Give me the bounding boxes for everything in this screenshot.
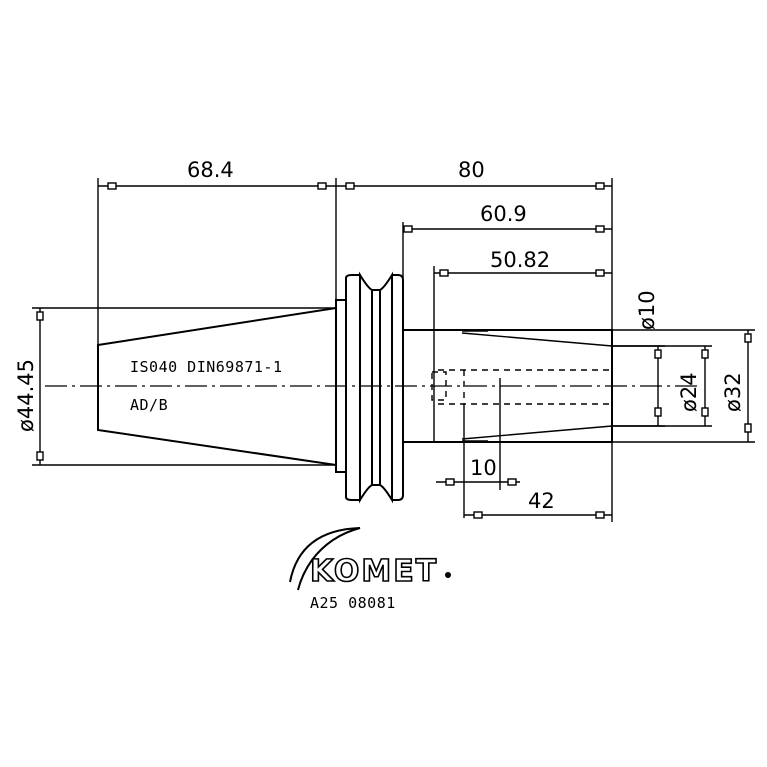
form-label: AD/B [130,396,168,414]
flange [335,271,404,504]
dim-label-42: 42 [528,489,555,513]
dimension-dia-24: ø24 [612,345,712,427]
dimension-80: 80 [336,158,613,330]
dimension-dia-44-45: ø44.45 [14,307,336,466]
inner-bore [431,330,613,442]
dim-label-68-4: 68.4 [187,158,234,182]
dimension-60-9: 60.9 [402,202,612,278]
dim-label-dia-32: ø32 [721,372,745,412]
dimension-10: 10 [436,378,520,518]
dim-label-50-82: 50.82 [490,248,550,272]
brand-name: KOMET [310,554,438,589]
part-number: A25 08081 [310,594,396,612]
dimension-dia-10: ø10 [612,290,665,427]
dim-label-dia-24: ø24 [677,372,701,412]
tool-holder-body [45,271,700,504]
komet-logo: KOMET [289,527,451,591]
dim-label-80: 80 [458,158,485,182]
registered-mark [445,572,451,578]
dimension-dia-32: ø32 [612,329,755,443]
dimension-42: 42 [464,442,613,522]
dimension-50-82: 50.82 [433,248,612,330]
dim-label-60-9: 60.9 [480,202,527,226]
dim-label-10: 10 [470,456,497,480]
dim-label-dia-10: ø10 [635,290,659,330]
standard-label: IS040 DIN69871-1 [130,358,283,376]
dimension-68-4: 68.4 [97,158,337,345]
logo-swoosh [289,527,361,591]
dim-label-dia-44-45: ø44.45 [14,359,38,432]
